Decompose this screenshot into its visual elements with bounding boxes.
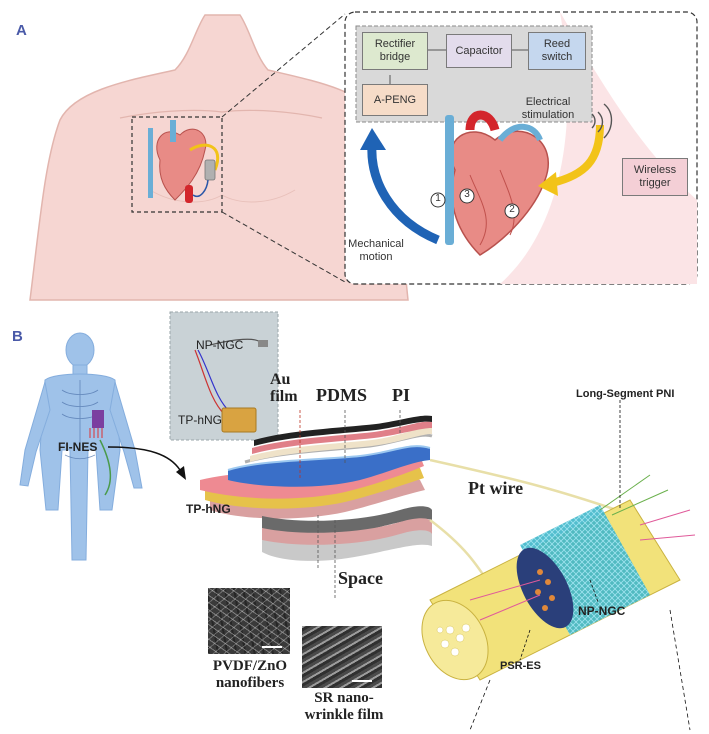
fi-nes-label: FI-NES — [58, 440, 98, 454]
marker-1: 1 — [435, 193, 441, 204]
sr-nano-wrinkle-sem-image — [302, 626, 382, 688]
panel-a-illustration — [29, 11, 698, 301]
long-segment-pni-label: Long-Segment PNI — [576, 388, 675, 400]
wireless-signal-icon — [597, 111, 604, 133]
panel-a-label: A — [16, 22, 27, 39]
chest-zoom-box — [131, 116, 223, 213]
tp-hng-layer-stack — [200, 415, 433, 561]
marker-2: 2 — [509, 204, 515, 215]
pvdf-zno-label: PVDF/ZnO nanofibers — [212, 658, 288, 692]
au-film-label: Au film — [270, 371, 298, 405]
pi-label: PI — [392, 385, 410, 405]
a-peng-box: A-PENG — [362, 84, 428, 116]
inset-tp-hng-label: TP-hNG — [178, 413, 223, 427]
tp-hng-label: TP-hNG — [186, 502, 231, 516]
wireless-trigger-box: Wireless trigger — [622, 158, 688, 196]
electrical-stimulation-label: Electrical stimulation — [521, 96, 575, 122]
pt-wire-label: Pt wire — [468, 478, 524, 498]
pvdf-zno-sem-image — [208, 588, 290, 654]
mechanical-motion-arrow — [367, 144, 440, 245]
space-label: Space — [338, 568, 383, 588]
marker-3: 3 — [464, 189, 470, 200]
psr-es-label: PSR-ES — [500, 660, 541, 672]
mechanical-motion-label: Mechanical motion — [348, 238, 404, 264]
inset-np-ngc-label: NP-NGC — [196, 338, 244, 352]
detail-heart — [450, 130, 549, 256]
capacitor-box: Capacitor — [446, 34, 512, 68]
sr-nano-wrinkle-label: SR nano-wrinkle film — [304, 690, 384, 724]
reed-switch-box: Reed switch — [528, 32, 586, 70]
pt-wire-1 — [429, 458, 641, 520]
rectifier-bridge-box: Rectifier bridge — [362, 32, 428, 70]
panel-b-illustration — [19, 311, 696, 731]
nerve-conduit — [421, 474, 696, 681]
pdms-label: PDMS — [316, 385, 367, 405]
np-ngc-label: NP-NGC — [578, 604, 626, 618]
panel-b-label: B — [12, 328, 23, 345]
electrical-stimulation-arrow — [551, 124, 604, 187]
